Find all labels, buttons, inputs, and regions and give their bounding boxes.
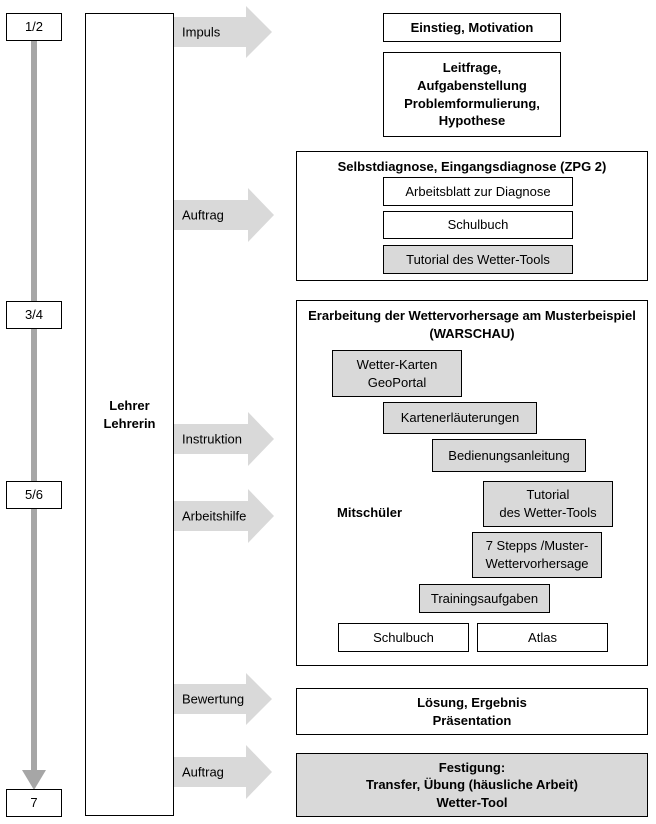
box-wetter-karten: Wetter-Karten GeoPortal (332, 350, 462, 397)
box-atlas: Atlas (477, 623, 608, 652)
panel-erarbeitung-title: Erarbeitung der Wettervorhersage am Must… (308, 308, 636, 341)
arrow-impuls-label: Impuls (182, 24, 221, 40)
box-loesung: Lösung, Ergebnis Präsentation (296, 688, 648, 735)
arrow-bewertung: Bewertung (174, 673, 272, 725)
timeline-mark-3-4: 3/4 (6, 301, 62, 329)
arrow-arbeitshilfe-label: Arbeitshilfe (182, 508, 247, 524)
box-trainingsaufgaben: Trainingsaufgaben (419, 584, 550, 613)
box-kartenerlaeuterungen: Kartenerläuterungen (383, 402, 537, 434)
box-festigung: Festigung: Transfer, Übung (häusliche Ar… (296, 753, 648, 817)
teacher-column: Lehrer Lehrerin (85, 13, 174, 816)
box-tutorial-diagnose: Tutorial des Wetter-Tools (383, 245, 573, 274)
box-7-stepps: 7 Stepps /Muster- Wettervorhersage (472, 532, 602, 578)
box-schulbuch: Schulbuch (338, 623, 469, 652)
box-einstieg: Einstieg, Motivation (383, 13, 561, 42)
arrow-auftrag-2-label: Auftrag (182, 764, 224, 780)
box-leitfrage: Leitfrage, Aufgabenstellung Problemformu… (383, 52, 561, 137)
timeline-line (31, 40, 37, 774)
arrow-bewertung-label: Bewertung (182, 691, 245, 707)
panel-selbstdiagnose-title: Selbstdiagnose, Eingangsdiagnose (ZPG 2) (337, 159, 607, 174)
box-arbeitsblatt-diagnose: Arbeitsblatt zur Diagnose (383, 177, 573, 206)
arrow-instruktion-label: Instruktion (182, 431, 242, 447)
timeline-mark-1-2: 1/2 (6, 13, 62, 41)
box-schulbuch-diagnose: Schulbuch (383, 211, 573, 239)
timeline-mark-7: 7 (6, 789, 62, 817)
arrow-auftrag-2: Auftrag (174, 745, 272, 799)
timeline-arrowhead (22, 770, 46, 790)
timeline-mark-5-6: 5/6 (6, 481, 62, 509)
arrow-instruktion: Instruktion (174, 412, 274, 466)
arrow-impuls: Impuls (174, 6, 272, 58)
arrow-auftrag-1-label: Auftrag (182, 207, 224, 223)
box-tutorial-wetter-tools: Tutorial des Wetter-Tools (483, 481, 613, 527)
arrow-arbeitshilfe: Arbeitshilfe (174, 489, 274, 543)
label-mitschueler: Mitschüler (337, 505, 403, 520)
box-bedienungsanleitung: Bedienungsanleitung (432, 439, 586, 472)
arrow-auftrag-1: Auftrag (174, 188, 274, 242)
